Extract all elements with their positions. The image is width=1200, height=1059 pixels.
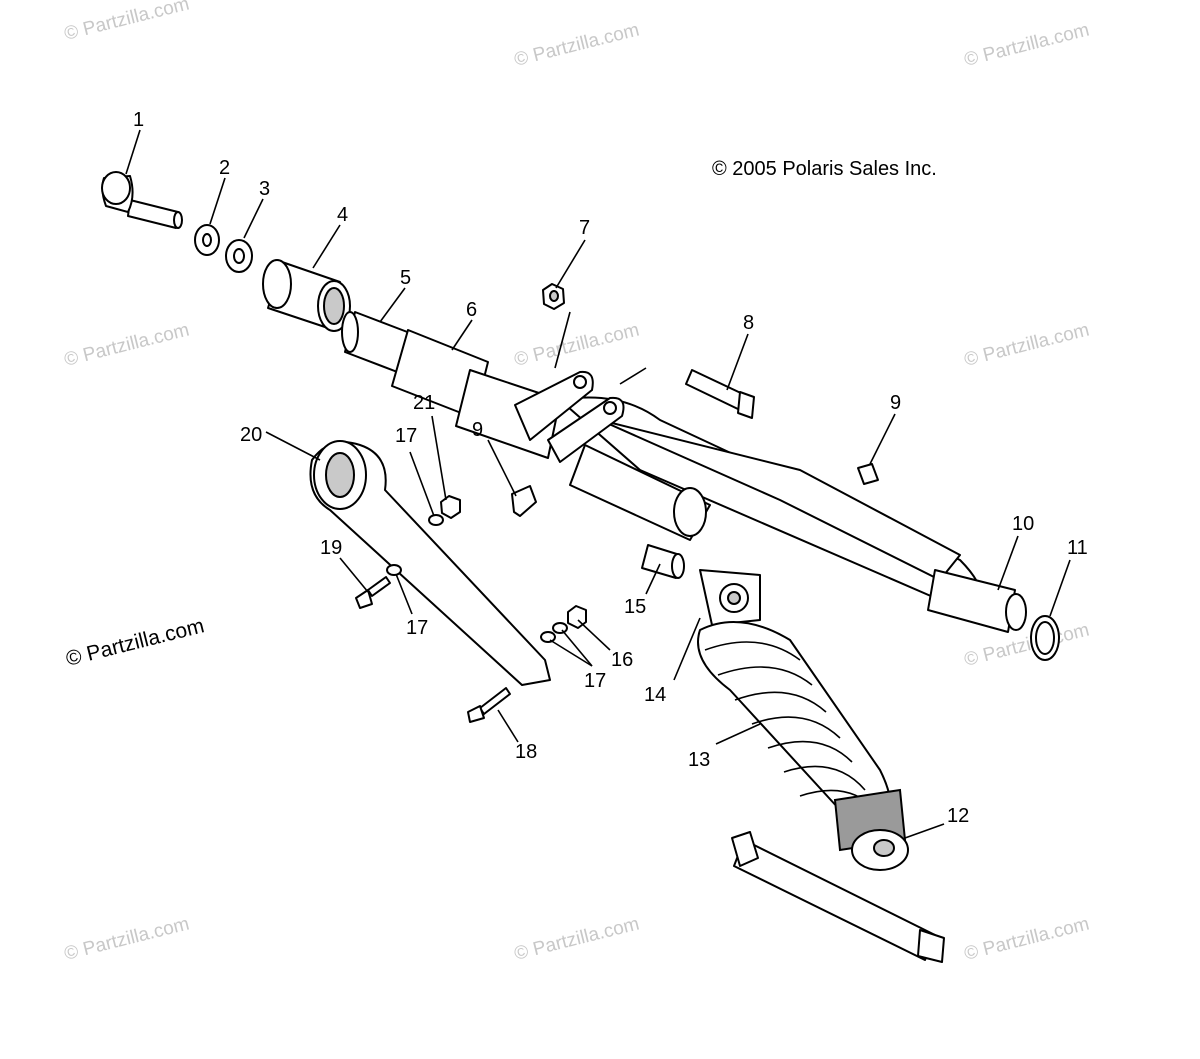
part-20-torque-arm <box>309 440 551 686</box>
watermark: © Partzilla.com <box>962 20 1091 71</box>
part-7-nut <box>542 283 565 310</box>
callout-12: 12 <box>947 805 969 827</box>
part-9-grease-fitting-b <box>511 485 537 517</box>
watermark: © Partzilla.com <box>962 620 1091 671</box>
leader-lines <box>125 129 1071 839</box>
watermark: © Partzilla.com <box>62 914 191 965</box>
part-13-shock-absorber <box>697 569 909 871</box>
part-11-ring <box>1030 615 1060 661</box>
callouts: 1 2 3 4 5 6 7 8 9 9 10 11 12 13 14 15 16… <box>133 109 1088 827</box>
watermark: © Partzilla.com <box>62 0 191 45</box>
watermark: © Partzilla.com <box>62 320 191 371</box>
part-21-nut <box>440 495 461 519</box>
callout-16: 16 <box>611 649 633 671</box>
part-18-bolt <box>467 687 511 723</box>
callout-15: 15 <box>624 596 646 618</box>
callout-9-b: 9 <box>472 419 483 441</box>
callout-2: 2 <box>219 157 230 179</box>
callout-14: 14 <box>644 684 666 706</box>
callout-19: 19 <box>320 537 342 559</box>
callout-8: 8 <box>743 312 754 334</box>
copyright-notice: © 2005 Polaris Sales Inc. <box>712 158 937 180</box>
part-4-bushing <box>262 259 351 332</box>
callout-17-c: 17 <box>584 670 606 692</box>
watermark: © Partzilla.com <box>512 320 641 371</box>
callout-18: 18 <box>515 741 537 763</box>
callout-20: 20 <box>240 424 262 446</box>
watermark: © Partzilla.com <box>962 914 1091 965</box>
part-15-spacer <box>641 544 685 579</box>
callout-1: 1 <box>133 109 144 131</box>
swing-arm-frame <box>514 370 1027 633</box>
part-2-washer <box>194 224 220 256</box>
part-9-grease-fitting-a <box>857 463 879 485</box>
watermark-prominent: © Partzilla.com <box>64 614 207 671</box>
part-8-bolt <box>685 369 755 419</box>
callout-13: 13 <box>688 749 710 771</box>
part-12-shock-bolt <box>731 831 945 963</box>
part-3-washer <box>225 239 253 273</box>
part-1-bolt <box>101 171 183 229</box>
callout-7: 7 <box>579 217 590 239</box>
watermark: © Partzilla.com <box>962 320 1091 371</box>
callout-10: 10 <box>1012 513 1034 535</box>
watermark: © Partzilla.com <box>512 20 641 71</box>
callout-17-b: 17 <box>406 617 428 639</box>
callout-11: 11 <box>1067 537 1088 559</box>
part-19-bolt <box>355 576 391 609</box>
callout-4: 4 <box>337 204 348 226</box>
callout-6: 6 <box>466 299 477 321</box>
watermark: © Partzilla.com <box>512 914 641 965</box>
callout-17-a: 17 <box>395 425 417 447</box>
part-17-washers <box>386 514 568 643</box>
callout-9-a: 9 <box>890 392 901 414</box>
callout-21: 21 <box>413 392 435 414</box>
callout-3: 3 <box>259 178 270 200</box>
callout-5: 5 <box>400 267 411 289</box>
